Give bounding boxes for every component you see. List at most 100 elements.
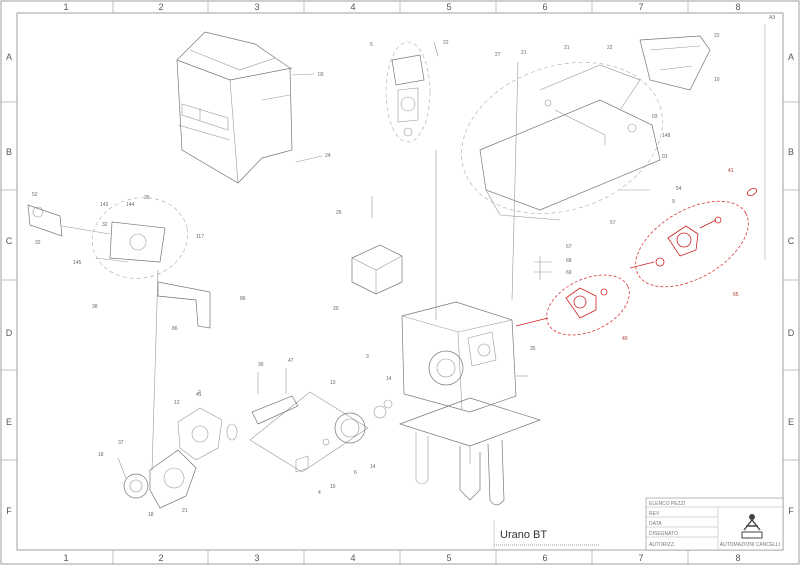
part-label-board-f: 01: [662, 154, 668, 160]
col-label-bottom-8: 8: [735, 553, 740, 563]
part-label-bracket-b: 10: [714, 77, 720, 83]
row-label-left-e: E: [6, 417, 12, 427]
row-label-right-b: B: [788, 147, 794, 157]
part-label-top-mech-b: 22: [443, 40, 449, 46]
red-release-kit: [629, 187, 757, 288]
col-label-top-8: 8: [735, 2, 740, 12]
cover-housing: [176, 31, 293, 184]
row-label-right-d: D: [788, 328, 795, 338]
row-label-left-a: A: [6, 52, 12, 62]
row-label-right-a: A: [788, 52, 794, 62]
part-label-low-f: 21: [182, 508, 188, 514]
col-label-bottom-2: 2: [158, 553, 163, 563]
part-label-mid-d: 35: [530, 346, 536, 352]
row-label-left-f: F: [6, 506, 12, 516]
part-label-shaft-b: 47: [288, 358, 294, 364]
part-label-screw-mid: 26: [336, 210, 342, 216]
title-block-field-elenco: ELENCO PEZZI: [649, 501, 685, 507]
part-label-board-h: 54: [676, 186, 682, 192]
part-label-left-e: 144: [126, 202, 135, 208]
row-label-right-e: E: [788, 417, 794, 427]
row-label-right-f: F: [788, 506, 794, 516]
part-label-left-g: 117: [196, 234, 204, 240]
part-label-trafo: 20: [333, 306, 339, 312]
title-block-field-rev: REV: [649, 511, 660, 517]
title-block-field-autorizz: AUTORIZZ.: [649, 542, 675, 548]
col-label-top-4: 4: [350, 2, 355, 12]
part-label-left-j: 86: [172, 326, 178, 332]
col-label-bottom-4: 4: [350, 553, 355, 563]
red-gear-group: [515, 274, 630, 336]
part-label-top-mech-a: 5: [370, 42, 373, 48]
part-label-left-f: 35: [144, 195, 150, 201]
part-label-gear-g: 14: [386, 376, 392, 382]
part-label-board-b: 21: [564, 45, 570, 51]
part-label-red-small: 40: [622, 336, 628, 342]
part-label-mid-a: 67: [566, 244, 572, 250]
col-label-top-1: 1: [63, 2, 68, 12]
col-label-top-5: 5: [446, 2, 451, 12]
limit-switch-assembly: [27, 197, 211, 471]
part-label-low-d: 41: [196, 392, 202, 398]
part-label-red-main: 65: [733, 292, 739, 298]
part-label-low-b: 37: [118, 440, 124, 446]
part-label-bracket-a: 22: [714, 33, 720, 39]
part-label-cover-screw: 24: [325, 153, 331, 159]
part-label-left-d: 143: [100, 202, 109, 208]
col-label-bottom-3: 3: [254, 553, 259, 563]
drawing-title: Urano BT: [500, 529, 547, 541]
part-label-board-c: 22: [607, 45, 613, 51]
col-label-bottom-5: 5: [446, 553, 451, 563]
control-board-assembly: [461, 62, 663, 221]
part-label-left-h: 32: [102, 222, 108, 228]
col-label-bottom-6: 6: [542, 553, 547, 563]
part-label-board-i: 57: [610, 220, 616, 226]
col-label-top-2: 2: [158, 2, 163, 12]
part-label-left-c: 145: [73, 260, 82, 266]
company-logo: [741, 514, 763, 539]
mid-right-parts: [534, 256, 552, 280]
part-label-gear-e: 15: [330, 484, 336, 490]
shaft-and-gears: [249, 368, 393, 473]
part-label-gear-d: 4: [318, 490, 321, 496]
part-label-shaft-c: 2: [198, 390, 201, 396]
col-label-top-7: 7: [638, 2, 643, 12]
col-label-top-3: 3: [254, 2, 259, 12]
sheet-size-marker: A3: [769, 15, 775, 21]
transformer: [351, 196, 403, 295]
part-label-board-j: 9: [672, 199, 675, 205]
part-label-left-a: 52: [32, 192, 38, 198]
part-label-gear-c: 14: [370, 464, 376, 470]
row-label-left-c: C: [6, 236, 13, 246]
gearmotor-body: [398, 301, 542, 506]
col-label-top-6: 6: [542, 2, 547, 12]
part-label-left-b: 32: [35, 240, 41, 246]
row-label-right-c: C: [788, 236, 795, 246]
top-release-mechanism: [385, 41, 439, 143]
part-label-board-e: 03: [652, 114, 658, 120]
leader-board: [511, 61, 519, 301]
part-label-board-d: 27: [495, 52, 501, 58]
mounting-bracket: [639, 35, 711, 91]
part-label-low-c: 12: [174, 400, 180, 406]
title-block-field-data: DATA: [649, 521, 662, 527]
title-block: [493, 497, 784, 551]
part-label-board-g: 148: [662, 133, 671, 139]
lower-left-gear-set: [117, 407, 238, 509]
part-label-red-top: 41: [728, 168, 734, 174]
part-label-gear-f: 6: [354, 470, 357, 476]
part-label-low-e: 18: [148, 512, 154, 518]
part-label-left-i: 86: [240, 296, 246, 302]
part-label-cover: 03: [318, 72, 324, 78]
row-label-left-b: B: [6, 147, 12, 157]
part-label-mid-c: 69: [566, 270, 572, 276]
col-label-bottom-7: 7: [638, 553, 643, 563]
title-block-company: AUTOMAZIONI CANCELLI: [720, 542, 780, 548]
col-label-bottom-1: 1: [63, 553, 68, 563]
row-label-left-d: D: [6, 328, 13, 338]
part-label-low-a: 18: [98, 452, 104, 458]
part-label-mid-b: 68: [566, 258, 572, 264]
